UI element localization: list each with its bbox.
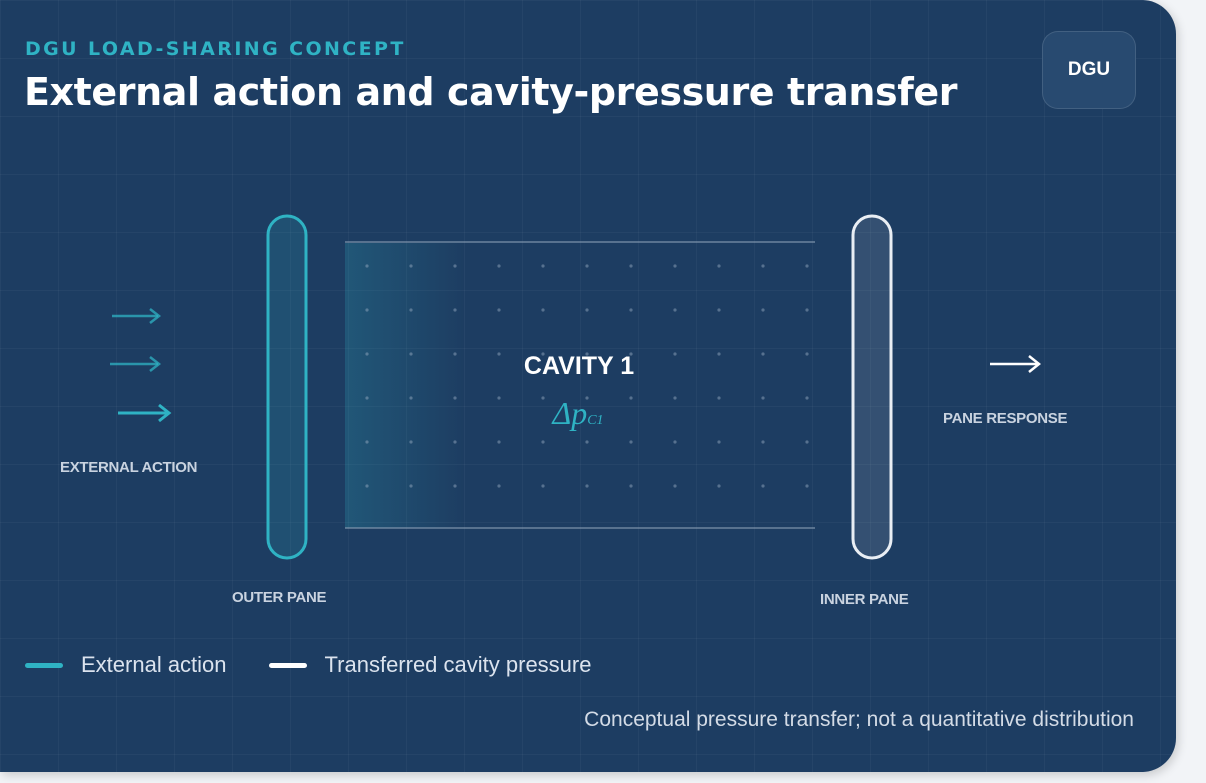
cavity-dot	[717, 484, 721, 488]
cavity-dot	[805, 308, 809, 312]
arrow-right-icon	[118, 403, 172, 423]
cavity-dot	[761, 440, 765, 444]
dgu-badge: DGU	[1042, 31, 1136, 109]
arrow-right-icon	[112, 308, 162, 324]
footnote: Conceptual pressure transfer; not a quan…	[584, 708, 1134, 731]
cavity-dot	[453, 440, 457, 444]
cavity-dot	[805, 264, 809, 268]
background-grid	[0, 0, 1176, 772]
cavity-dot	[497, 396, 501, 400]
cavity-dot	[585, 484, 589, 488]
cavity-dot	[541, 352, 545, 356]
cavity-dot	[497, 440, 501, 444]
cavity-dot	[453, 308, 457, 312]
page-title: External action and cavity-pressure tran…	[24, 70, 958, 114]
cavity-pressure-symbol: ΔpC1	[550, 395, 603, 431]
legend-item-transferred-pressure: Transferred cavity pressure	[268, 652, 592, 678]
cavity-label: CAVITY 1	[524, 352, 634, 380]
cavity-dot	[453, 264, 457, 268]
legend-swatch-teal	[25, 662, 63, 668]
cavity-dot	[365, 264, 369, 268]
legend-label: Transferred cavity pressure	[324, 652, 592, 677]
cavity-dot	[585, 396, 589, 400]
cavity-dot	[805, 352, 809, 356]
cavity-dot	[805, 440, 809, 444]
cavity-dot	[673, 308, 677, 312]
cavity-dot-grid	[365, 264, 809, 488]
load-sharing-diagram: CAVITY 1 ΔpC1	[110, 214, 1042, 560]
outer-pane-label: OUTER PANE	[232, 589, 327, 606]
cavity-dot	[453, 396, 457, 400]
cavity-region	[345, 241, 815, 529]
cavity-dot	[453, 352, 457, 356]
cavity-dot	[409, 484, 413, 488]
eyebrow-label: DGU LOAD-SHARING CONCEPT	[25, 38, 406, 60]
cavity-dot	[673, 484, 677, 488]
arrow-right-icon	[110, 356, 162, 372]
cavity-dot	[717, 352, 721, 356]
cavity-dot	[585, 308, 589, 312]
cavity-dot	[541, 396, 545, 400]
cavity-dot	[629, 308, 633, 312]
external-action-label: EXTERNAL ACTION	[60, 459, 198, 476]
cavity-dot	[365, 396, 369, 400]
cavity-dot	[541, 264, 545, 268]
cavity-dot	[541, 440, 545, 444]
cavity-dot	[629, 264, 633, 268]
cavity-dot	[409, 308, 413, 312]
cavity-dot	[805, 484, 809, 488]
cavity-dot	[805, 396, 809, 400]
cavity-dot	[673, 264, 677, 268]
cavity-dot	[365, 440, 369, 444]
pane-response-arrow-icon	[990, 355, 1042, 373]
cavity-dot	[365, 352, 369, 356]
cavity-dot	[673, 352, 677, 356]
legend-item-external-action: External action	[25, 652, 227, 678]
diagram-card: DGU LOAD-SHARING CONCEPT External action…	[0, 0, 1176, 772]
outer-pane	[266, 214, 308, 560]
cavity-dot	[717, 308, 721, 312]
cavity-dot	[409, 440, 413, 444]
cavity-dot	[761, 352, 765, 356]
inner-pane	[851, 214, 893, 560]
cavity-dot	[761, 308, 765, 312]
pane-response-label: PANE RESPONSE	[943, 410, 1068, 427]
cavity-dot	[585, 352, 589, 356]
cavity-dot	[541, 308, 545, 312]
cavity-dot	[629, 352, 633, 356]
cavity-dot	[629, 396, 633, 400]
cavity-dot	[761, 396, 765, 400]
cavity-dot	[409, 396, 413, 400]
cavity-dot	[761, 264, 765, 268]
cavity-dot	[365, 308, 369, 312]
cavity-dot	[497, 264, 501, 268]
cavity-dot	[409, 352, 413, 356]
cavity-dot	[497, 352, 501, 356]
cavity-dot	[673, 440, 677, 444]
cavity-dot	[629, 484, 633, 488]
cavity-dot	[673, 396, 677, 400]
legend-label: External action	[81, 652, 227, 677]
cavity-dot	[585, 440, 589, 444]
cavity-dot	[761, 484, 765, 488]
cavity-dot	[717, 440, 721, 444]
cavity-dot	[365, 484, 369, 488]
legend-swatch-white	[268, 662, 307, 668]
external-action-arrows	[110, 308, 172, 423]
cavity-dot	[717, 264, 721, 268]
cavity-dot	[541, 484, 545, 488]
cavity-dot	[497, 484, 501, 488]
cavity-dot	[453, 484, 457, 488]
legend: External action Transferred cavity press…	[25, 652, 633, 678]
cavity-dot	[717, 396, 721, 400]
cavity-dot	[585, 264, 589, 268]
cavity-dot	[409, 264, 413, 268]
cavity-dot	[497, 308, 501, 312]
inner-pane-label: INNER PANE	[820, 591, 909, 608]
cavity-dot	[629, 440, 633, 444]
